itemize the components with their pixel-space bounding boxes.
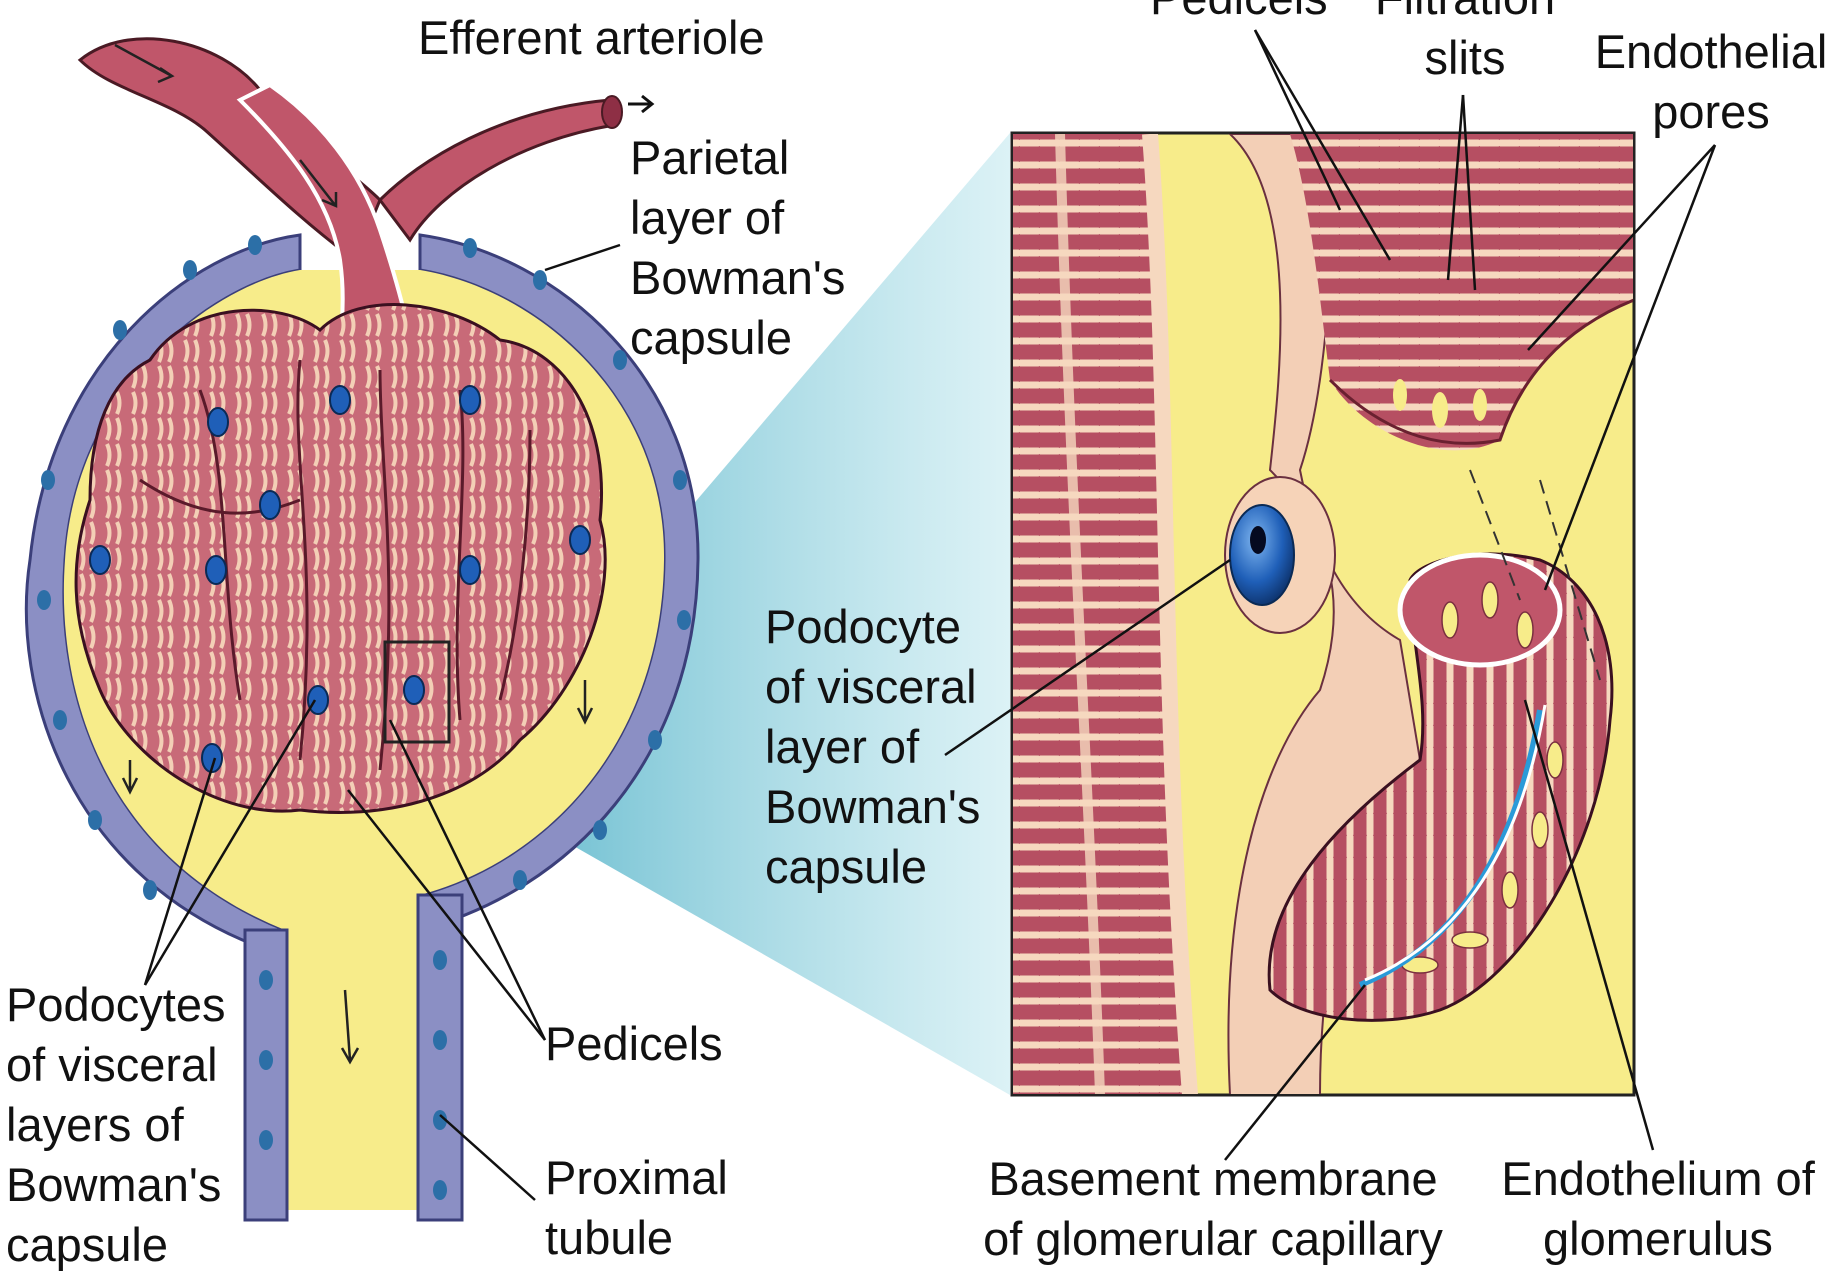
capsule-nucleus bbox=[259, 970, 273, 990]
capsule-nucleus bbox=[648, 730, 662, 750]
capsule-nucleus bbox=[53, 710, 67, 730]
podocyte-nucleus-small bbox=[308, 686, 328, 714]
podocyte-nucleus-small bbox=[460, 556, 480, 584]
capsule-nucleus bbox=[143, 880, 157, 900]
capsule-nucleus bbox=[433, 1030, 447, 1050]
label-proximal-tubule: Proximal tubule bbox=[545, 1148, 728, 1268]
capsule-nucleus bbox=[113, 320, 127, 340]
podocyte-nucleus-small bbox=[460, 386, 480, 414]
podocyte-nucleus-small bbox=[260, 491, 280, 519]
podocyte-nucleus-small bbox=[570, 526, 590, 554]
label-filtration-slits: Filtration slits bbox=[1355, 0, 1575, 88]
capsule-nucleus bbox=[593, 820, 607, 840]
capsule-nucleus bbox=[433, 1180, 447, 1200]
capsule-nucleus bbox=[41, 470, 55, 490]
label-parietal-layer: Parietal layer of Bowman's capsule bbox=[630, 128, 845, 368]
label-endothelium-glomerulus: Endothelium of glomerulus bbox=[1488, 1149, 1828, 1269]
capsule-nucleus bbox=[673, 470, 687, 490]
podocyte-nucleus bbox=[1230, 505, 1294, 605]
label-podocytes-visceral: Podocytes of visceral layers of Bowman's… bbox=[6, 975, 225, 1275]
label-pedicels-left: Pedicels bbox=[545, 1014, 723, 1074]
podocyte-nucleus-small bbox=[404, 676, 424, 704]
capsule-nucleus bbox=[433, 950, 447, 970]
podocyte-nucleus-small bbox=[208, 408, 228, 436]
capsule-nucleus bbox=[463, 238, 477, 258]
capsule-nucleus bbox=[183, 260, 197, 280]
capsule-nucleus bbox=[677, 610, 691, 630]
label-efferent-arteriole: Efferent arteriole bbox=[418, 8, 765, 68]
capsule-nucleus bbox=[259, 1130, 273, 1150]
capsule-nucleus bbox=[613, 350, 627, 370]
podocyte-nucleus-small bbox=[206, 556, 226, 584]
label-basement-membrane: Basement membrane of glomerular capillar… bbox=[978, 1149, 1448, 1269]
capsule-nucleus bbox=[88, 810, 102, 830]
capsule-nucleus bbox=[37, 590, 51, 610]
podocyte-nucleus-small bbox=[330, 386, 350, 414]
label-endothelial-pores: Endothelial pores bbox=[1580, 22, 1832, 142]
glomerulus-tuft bbox=[76, 305, 605, 813]
capsule-nucleus bbox=[259, 1050, 273, 1070]
podocyte-nucleus-small bbox=[90, 546, 110, 574]
capsule-nucleus bbox=[248, 235, 262, 255]
capsule-nucleus bbox=[533, 270, 547, 290]
cut-capillary-lumen bbox=[1400, 555, 1560, 665]
label-pedicels-top: Pedicels bbox=[1150, 0, 1328, 28]
capsule-nucleus bbox=[513, 870, 527, 890]
magnified-panel bbox=[1012, 133, 1634, 1095]
label-podocyte-visceral-layer: Podocyte of visceral layer of Bowman's c… bbox=[765, 597, 980, 897]
